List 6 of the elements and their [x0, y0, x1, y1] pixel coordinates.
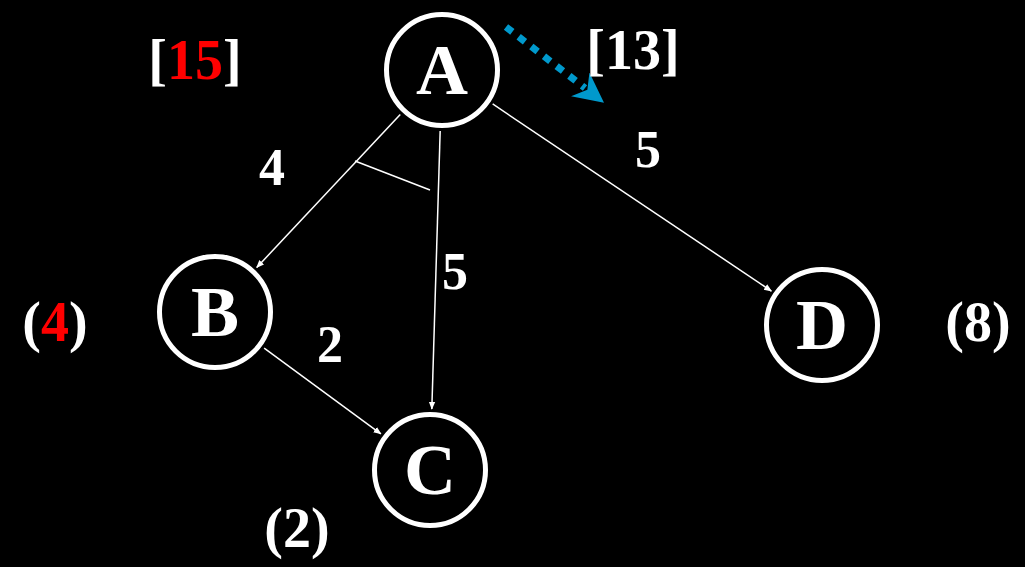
cost-label: [13]: [586, 22, 680, 78]
arrow: [491, 103, 773, 292]
arrow: [263, 347, 382, 435]
arrow: [256, 113, 401, 269]
cost-label: [15]: [148, 32, 242, 88]
arrow: [428, 130, 441, 410]
